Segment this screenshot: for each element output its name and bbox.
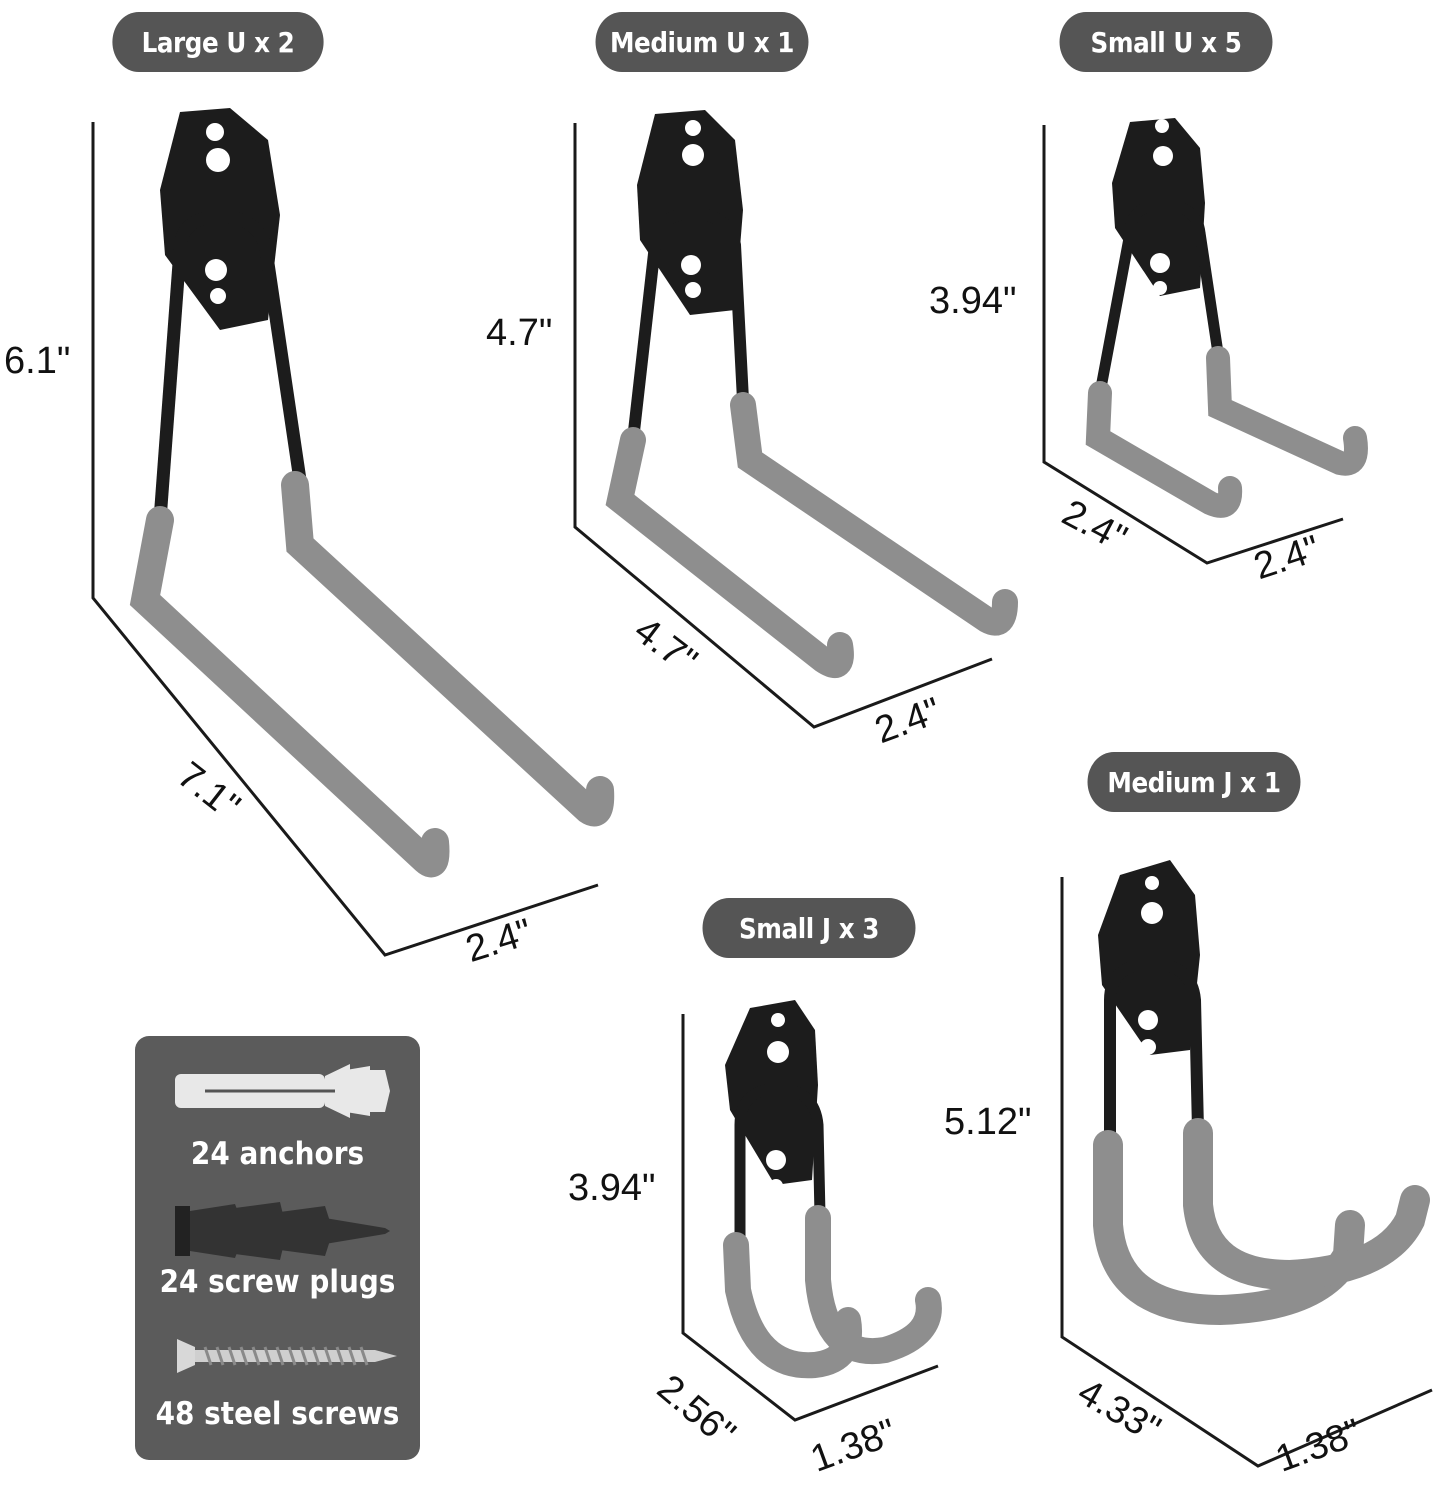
medium-j-label: Medium J x 1 [1087, 752, 1301, 812]
screw-plugs-label: 24 screw plugs [159, 1264, 396, 1300]
small-u-hook-image [1085, 118, 1368, 518]
steel-screws-label: 48 steel screws [155, 1396, 400, 1432]
small-j-hook-image [723, 1000, 942, 1379]
small-j-label: Small J x 3 [702, 898, 916, 958]
medium-j-height: 5.12" [944, 1101, 1032, 1143]
small-u-height: 3.94" [929, 280, 1017, 322]
large-u-hook-image [129, 108, 615, 878]
steel-screw-icon [177, 1339, 397, 1373]
hardware-panel: 24 anchors 24 screw plugs 48 steel screw… [135, 1036, 420, 1460]
medium-j-hook-image [1093, 860, 1430, 1326]
medium-u-hook-image [605, 110, 1018, 678]
small-u-label: Small U x 5 [1059, 12, 1273, 72]
medium-u-label: Medium U x 1 [595, 12, 809, 72]
screw-plug-icon [175, 1202, 390, 1260]
anchors-label: 24 anchors [190, 1136, 365, 1172]
anchor-icon [175, 1064, 390, 1118]
large-u-label: Large U x 2 [112, 12, 324, 72]
medium-u-height: 4.7" [486, 312, 553, 354]
large-u-height: 6.1" [4, 340, 71, 382]
small-j-height: 3.94" [568, 1167, 656, 1209]
